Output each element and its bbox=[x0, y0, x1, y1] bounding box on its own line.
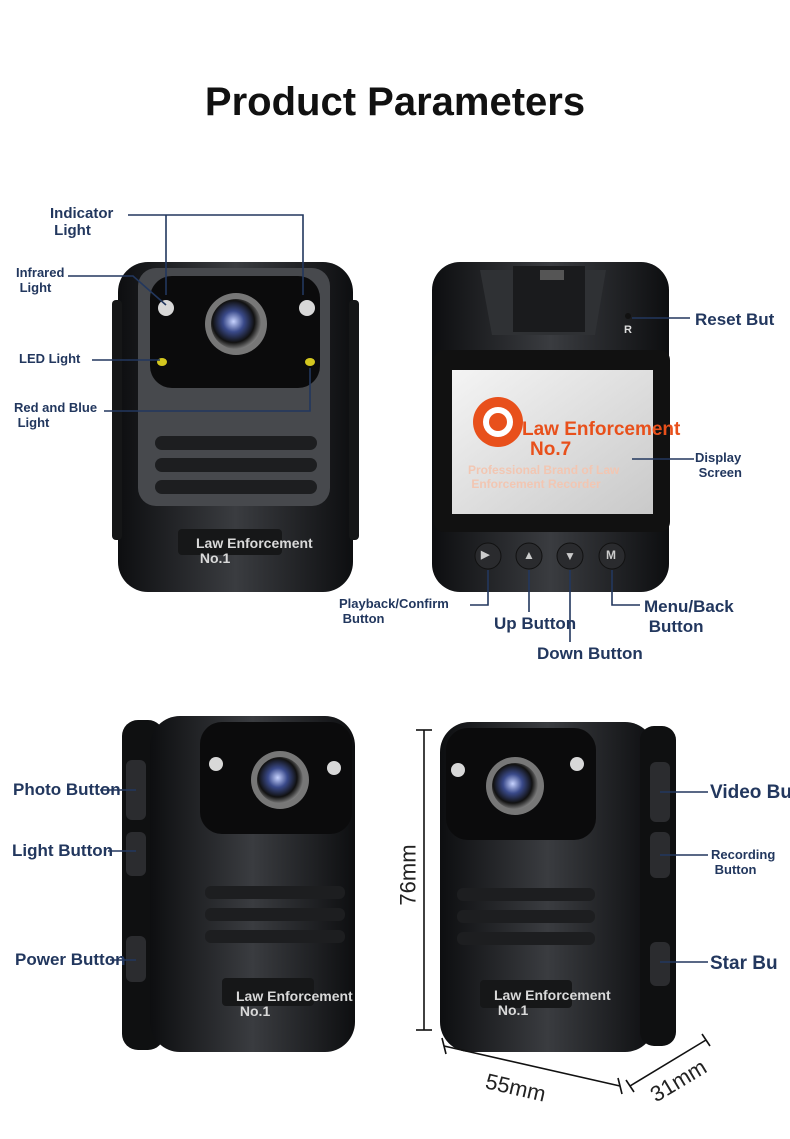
display-screen-label: Display Screen bbox=[695, 450, 742, 480]
screen-brand-line2: No.7 bbox=[530, 439, 572, 460]
left-side-device bbox=[122, 716, 355, 1052]
recording-button-label: Recording Button bbox=[711, 847, 776, 877]
infrared-light-label: Infrared Light bbox=[16, 265, 65, 295]
reset-mark: R bbox=[624, 324, 632, 336]
menu-button[interactable]: M bbox=[606, 548, 616, 562]
right-side-device bbox=[440, 722, 676, 1052]
light-button-label: Light Button bbox=[12, 841, 114, 860]
screen-brand-line1: Law Enforcement bbox=[522, 419, 681, 440]
back-device bbox=[432, 262, 670, 592]
page-title: Product Parameters bbox=[204, 80, 586, 124]
power-button-label: Power Button bbox=[15, 950, 126, 969]
led-light-label: LED Light bbox=[19, 351, 81, 366]
star-button-label: Star Bu bbox=[710, 953, 778, 974]
menu-back-button-label: Menu/Back Button bbox=[644, 597, 734, 636]
reset-button-label: Reset But bbox=[695, 310, 775, 329]
right-device-badge: Law Enforcement No.1 bbox=[494, 987, 611, 1018]
front-device-badge: Law Enforcement No.1 bbox=[196, 535, 313, 566]
down-button[interactable]: ▼ bbox=[564, 549, 576, 563]
height-dimension: 76mm bbox=[395, 844, 421, 906]
photo-button-label: Photo Button bbox=[13, 780, 121, 799]
front-device bbox=[112, 262, 359, 592]
dimension-lines bbox=[416, 729, 711, 1095]
up-button-label: Up Button bbox=[494, 614, 577, 633]
up-button[interactable]: ▲ bbox=[523, 548, 535, 562]
red-blue-light-label: Red and Blue Light bbox=[14, 400, 98, 430]
playback-button-label: Playback/Confirm Button bbox=[339, 596, 449, 626]
down-button-label: Down Button bbox=[537, 644, 643, 663]
video-button-label: Video Bu bbox=[710, 782, 790, 803]
playback-button[interactable]: ▶ bbox=[481, 549, 490, 561]
left-device-badge: Law Enforcement No.1 bbox=[236, 988, 353, 1019]
screen-tagline: Professional Brand of Law Enforcement Re… bbox=[468, 463, 620, 491]
indicator-light-label: Indicator Light bbox=[50, 205, 114, 240]
